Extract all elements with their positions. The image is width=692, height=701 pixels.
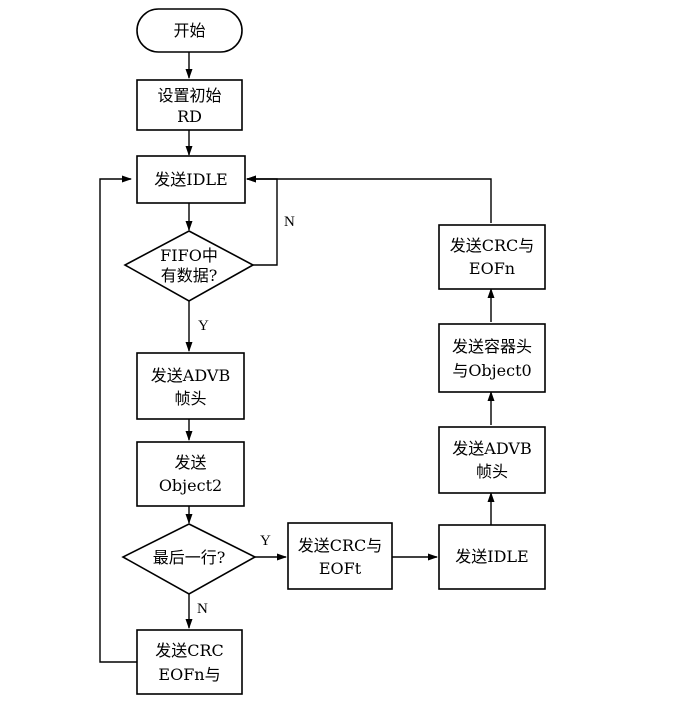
send-object2-label-line2: Object2 [159,476,222,495]
send-advb-label-line1: 发送ADVB [151,366,230,385]
start-label: 开始 [173,21,205,40]
fifo-decision: FIFO中 有数据? [123,230,255,302]
send-crc-eofn-bottom-node: 发送CRC EOFn与 [136,629,243,695]
send-container-label-line2: 与Object0 [452,361,531,380]
start-node: 开始 [136,8,243,53]
fifo-label-line1: FIFO中 [160,246,218,265]
send-advb-label-line2: 帧头 [174,389,206,408]
send-crc-top-label-line1: 发送CRC与 [450,236,535,255]
send-advb-2-label-line1: 发送ADVB [452,439,531,458]
send-container-label-line1: 发送容器头 [452,337,532,356]
set-rd-label-line1: 设置初始 [157,86,221,105]
set-rd-node: 设置初始 RD [136,79,243,131]
last-row-decision: 最后一行? [121,523,257,595]
send-idle-label: 发送IDLE [154,170,227,189]
connectors [99,52,495,663]
arrow-crc-eofn-to-idle [246,175,492,223]
arrow-loop-back-to-idle [99,175,137,663]
send-container-node: 发送容器头 与Object0 [438,323,546,393]
send-idle-2-label: 发送IDLE [455,547,528,566]
send-crc-top-label-line2: EOFn [469,259,515,278]
send-crc-eofn-top-node: 发送CRC与 EOFn [438,224,546,290]
send-crc-eoft-label-line1: 发送CRC与 [298,536,383,555]
send-crc-eoft-node: 发送CRC与 EOFt [287,522,393,590]
last-row-yes-label: Y [260,533,271,549]
send-advb-2-node: 发送ADVB 帧头 [438,426,546,494]
send-crc-bottom-label-line1: 发送CRC [155,641,224,660]
send-crc-bottom-label-line2: EOFn与 [158,665,220,684]
arrow-fifo-no-loop [246,175,278,266]
set-rd-label-line2: RD [177,107,202,126]
send-object2-node: 发送 Object2 [136,441,245,507]
last-row-label: 最后一行? [153,548,226,567]
fifo-label-line2: 有数据? [161,266,218,285]
send-crc-eoft-label-line2: EOFt [319,559,362,578]
last-row-no-label: N [197,601,208,617]
fifo-no-label: N [284,214,295,230]
fifo-yes-label: Y [198,318,209,334]
send-object2-label-line1: 发送 [174,453,206,472]
send-idle-2-node: 发送IDLE [438,524,546,590]
send-idle-node: 发送IDLE [136,155,246,204]
send-advb-node: 发送ADVB 帧头 [136,352,245,420]
send-advb-2-label-line2: 帧头 [476,462,508,481]
